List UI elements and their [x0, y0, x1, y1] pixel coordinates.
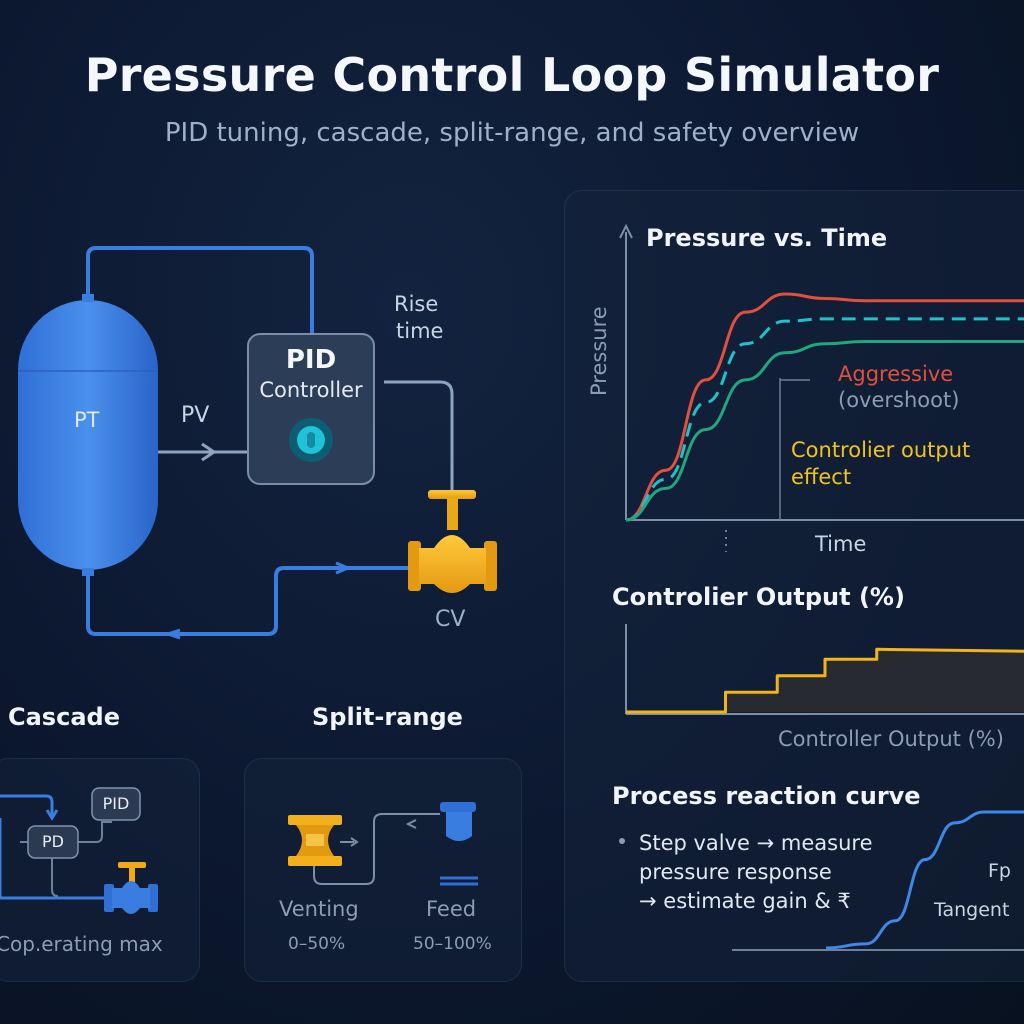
reaction-bullet-line2: pressure response: [639, 860, 832, 884]
output-axis-label: Controller Output (%): [778, 727, 1004, 751]
split-range-heading: Split-range: [312, 703, 463, 731]
split-range-panel: [244, 758, 522, 982]
aggressive-annotation-2: (overshoot): [838, 388, 960, 412]
feed-label: Feed: [426, 897, 477, 921]
venting-range: 0–50%: [288, 934, 346, 954]
cascade-valve-icon: [104, 862, 158, 914]
reaction-curve-line: [825, 810, 1024, 950]
reaction-chart: [732, 810, 1024, 951]
rise-time-label-line2: time: [396, 319, 444, 343]
split-range-diagram: [288, 802, 478, 886]
cascade-primary-box: [91, 787, 141, 821]
reaction-chart-title: Process reaction curve: [612, 782, 921, 810]
charts-panel: [564, 190, 1024, 982]
pressure-axis-label: Pressure: [587, 306, 611, 396]
vessel-label: PT: [74, 408, 100, 432]
output-signal-line: [384, 380, 454, 490]
pressure-chart: Pressure: [587, 223, 1024, 552]
feed-range: 50–100%: [413, 934, 492, 954]
controller-title: PID: [285, 345, 337, 375]
page-title: Pressure Control Loop Simulator: [84, 48, 940, 102]
top-pipe: [86, 246, 314, 334]
pressure-series-0: [625, 292, 1024, 522]
controller-annotation-1: Controlier output: [791, 438, 971, 462]
pressure-chart-title: Pressure vs. Time: [646, 224, 888, 252]
time-axis-label: Time: [815, 532, 867, 556]
output-chart: [625, 624, 1024, 715]
cascade-diagram: [0, 787, 158, 914]
controller-subtitle: Controller: [259, 378, 363, 402]
pressure-loop-diagram: [18, 246, 497, 640]
controller-annotation-2: effect: [791, 465, 852, 489]
cascade-primary-label: PID: [102, 794, 130, 813]
reaction-bullet-line3: → estimate gain & ₹: [639, 889, 851, 913]
venting-label: Venting: [279, 897, 359, 921]
page-subtitle: PID tuning, cascade, split-range, and sa…: [164, 118, 860, 148]
reaction-bullet-line1: Step valve → measure: [639, 831, 873, 855]
output-step-line: [626, 647, 1024, 714]
aggressive-annotation-1: Aggressive: [838, 362, 954, 386]
valve-label: CV: [435, 607, 466, 632]
pv-label: PV: [181, 403, 210, 428]
pressure-series-1: [625, 317, 1024, 522]
return-pipe: [86, 566, 410, 636]
pid-controller-box: [247, 333, 375, 485]
cascade-heading: Cascade: [8, 703, 120, 731]
rise-time-label-line1: Rise: [394, 292, 439, 316]
feed-vessel-icon: [440, 802, 478, 886]
output-chart-title: Controlier Output (%): [612, 583, 905, 611]
reaction-bullet-dot: [619, 838, 625, 844]
cascade-secondary-label: PD: [42, 832, 64, 851]
tangent-annotation: Tangent: [934, 899, 1010, 921]
cascade-secondary-box: [27, 825, 79, 859]
cascade-footer: Cop.erating max: [0, 932, 163, 956]
control-valve-icon: [408, 490, 497, 593]
vessel-icon: [18, 294, 158, 576]
fp-annotation: Fp: [988, 860, 1011, 882]
pressure-series-2: [625, 339, 1024, 522]
venting-valve-icon: [288, 815, 342, 866]
